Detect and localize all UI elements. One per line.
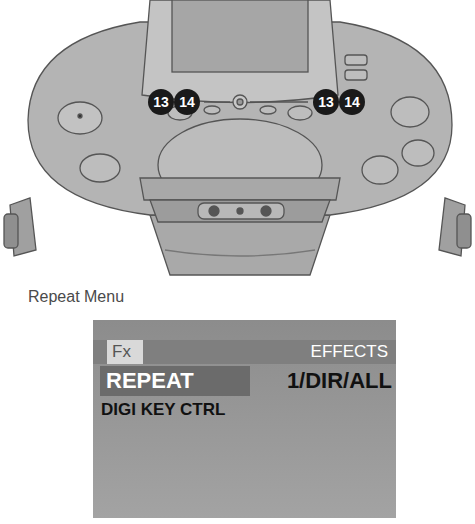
callout-number: 14 [174,89,200,115]
menu-value: 1/DIR/ALL [287,368,392,393]
tab-label: Fx [112,342,131,362]
menu-tab: Fx [107,340,143,364]
callout-number: 13 [148,89,174,115]
callout-number: 13 [313,89,339,115]
menu-item-selected: REPEAT [100,366,250,396]
menu-item: DIGI KEY CTRL [101,400,225,420]
menu-header-bar [93,340,396,364]
menu-title: EFFECTS [311,342,388,362]
menu-item: REPEAT [106,368,194,393]
menu-screen-ground [93,320,396,518]
device-body [4,0,471,275]
callout-number: 14 [339,89,365,115]
menu-screen: EFFECTS 1/DIR/ALL DIGI KEY CTRL FxREPEAT [93,320,396,518]
menu-heading: Repeat Menu [28,288,124,306]
